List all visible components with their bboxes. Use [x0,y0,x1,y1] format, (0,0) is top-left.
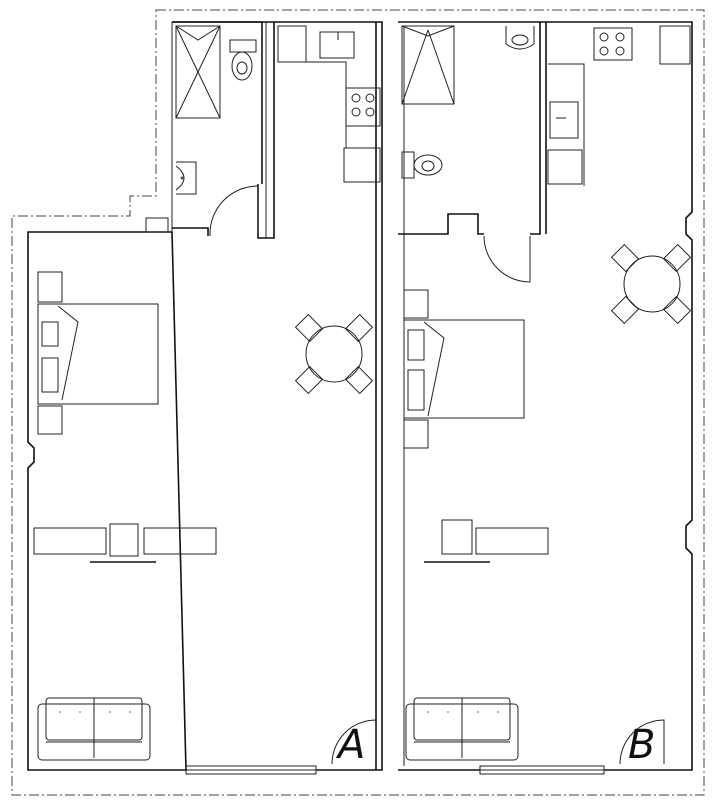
unit-b-bed [403,319,525,419]
unit-b-shower [401,25,455,105]
unit-a-sofa [37,697,151,761]
unit-b-tv [441,519,473,555]
unit-a-entry-box [145,217,169,233]
unit-a-shower [175,25,221,119]
unit-b-sink [549,101,579,139]
unit-a-desk-right [143,527,217,555]
unit-b-entry-door [619,719,665,765]
unit-a-nightstand-bottom [37,405,63,435]
unit-b-bath-wall [398,22,547,235]
unit-a-nightstand-top [37,271,63,303]
unit-a-bed [37,303,159,405]
unit-a-oven [343,147,381,183]
unit-b-oven [547,149,583,185]
unit-b-basin [505,26,535,50]
unit-b: B [398,21,693,775]
unit-a-entry-door [331,719,377,765]
unit-a-fridge [277,25,307,63]
unit-a-bath-wall [172,21,275,239]
unit-a-toilet [231,51,253,81]
unit-b-bath-door [483,235,531,283]
unit-b-nightstand-bottom [403,419,429,449]
unit-b-desk [475,527,549,555]
unit-a-sink [319,31,355,59]
unit-b-toilet [413,154,443,176]
unit-b-fridge [659,25,691,65]
unit-a-bath-door [209,185,259,237]
unit-a-stove [345,87,381,127]
unit-b-sofa [405,697,519,761]
unit-a: A [27,21,383,775]
unit-b-dining-set [610,243,692,325]
unit-b-label: B [628,722,655,768]
unit-a-toilet-tank [229,39,257,53]
unit-b-outer-wall [398,21,693,771]
unit-a-desk-left [33,527,107,555]
unit-a-outer-wall [27,21,383,771]
unit-a-dining-set [294,313,374,395]
unit-b-stove [593,27,633,61]
property-boundary [11,9,705,796]
sofa-stitching [59,711,499,713]
unit-b-nightstand-top [403,289,429,319]
unit-a-label: A [335,722,365,768]
unit-a-basin [175,161,197,195]
unit-a-tv [109,523,139,557]
